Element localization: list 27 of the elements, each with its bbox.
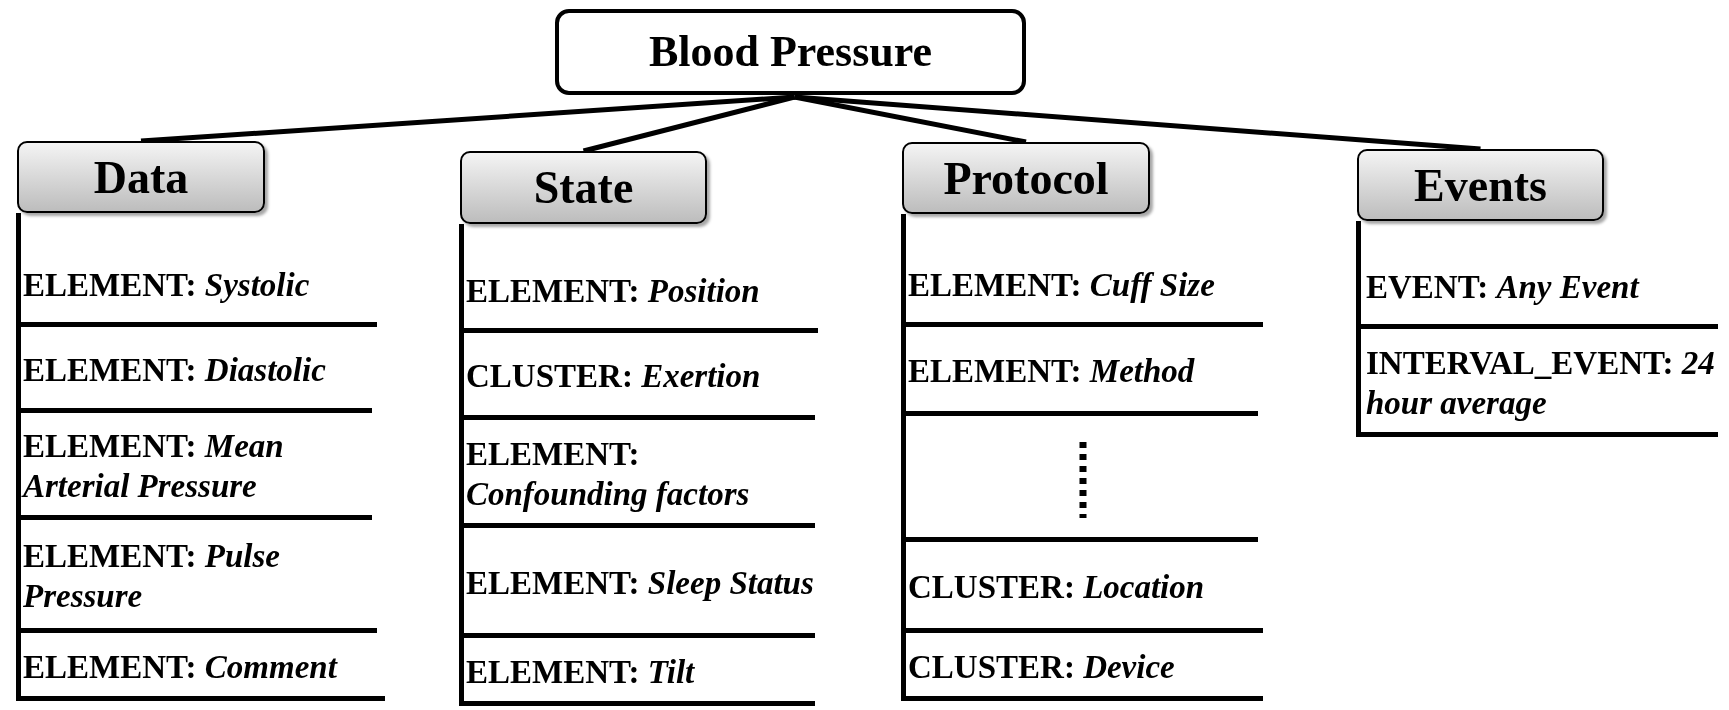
element-row: CLUSTER: Device (902, 639, 1263, 701)
element-row: INTERVAL_EVENT: 24 hour average (1360, 335, 1718, 437)
connector-line (582, 94, 796, 154)
element-row: CLUSTER: Location (902, 548, 1263, 633)
category-box: Events (1357, 149, 1604, 221)
tree-trunk-line (459, 224, 464, 706)
tree-trunk-line (16, 213, 21, 701)
element-row: ELEMENT: Method (902, 333, 1258, 416)
element-row: ELEMENT: Position (460, 255, 818, 333)
element-row: EVENT: Any Event (1360, 252, 1718, 329)
element-row: ELEMENT: Sleep Status (460, 534, 815, 638)
tree-trunk-line (1356, 221, 1361, 437)
element-row: ELEMENT: Diastolic (17, 333, 372, 413)
element-row: ELEMENT: Mean Arterial Pressure (17, 419, 372, 520)
element-row: CLUSTER: Exertion (460, 339, 815, 420)
element-row: ELEMENT: Confounding factors (460, 426, 815, 528)
element-row: ELEMENT: Pulse Pressure (17, 526, 377, 633)
connector-line (794, 94, 1481, 152)
element-row: ELEMENT: Tilt (460, 644, 815, 706)
root-box: Blood Pressure (555, 9, 1026, 95)
category-box: Data (17, 141, 265, 213)
tree-trunk-line (901, 214, 906, 701)
category-box: Protocol (902, 142, 1150, 214)
element-row: ELEMENT: Comment (17, 639, 385, 701)
element-row: ELEMENT: Cuff Size (902, 250, 1263, 327)
element-row: ELEMENT: Systolic (17, 250, 377, 327)
category-box: State (460, 151, 707, 224)
